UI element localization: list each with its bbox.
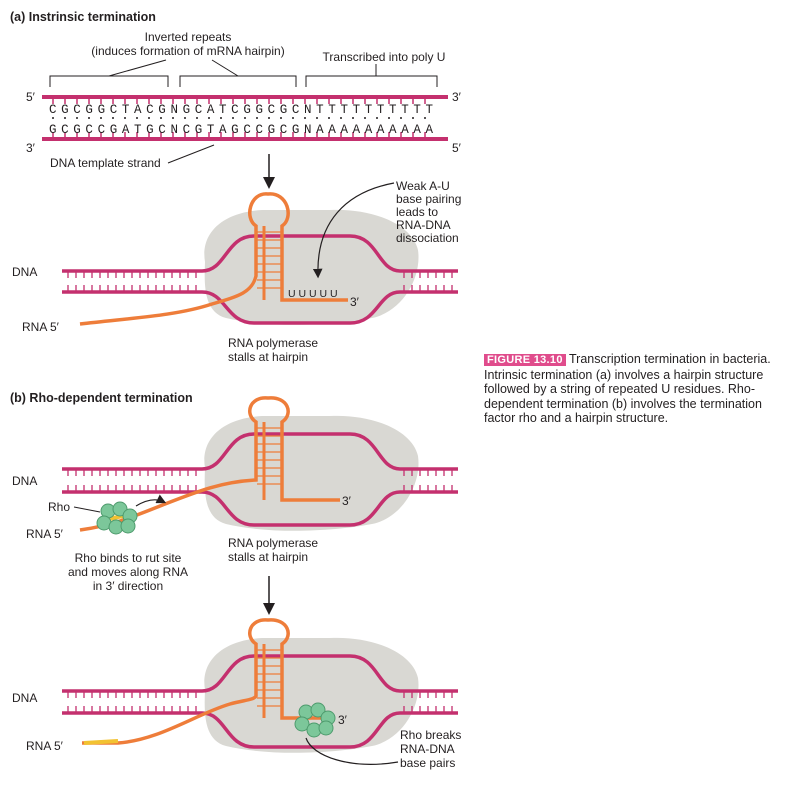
rho-protein-final — [294, 702, 336, 738]
rho-breaks-label-1: Rho breaks — [400, 728, 461, 742]
rho-breaks-label-3: base pairs — [400, 756, 455, 770]
poly-u-label: Transcribed into poly U — [323, 50, 446, 64]
part-b-title: (b) Rho-dependent termination — [10, 391, 193, 405]
rna-label-final: RNA 5′ — [26, 739, 64, 753]
bubble-b — [62, 396, 458, 535]
sequence-brackets — [49, 59, 438, 87]
rna-3prime-b: 3′ — [342, 494, 352, 508]
template-leader-line — [167, 144, 215, 164]
rna-3prime-final: 3′ — [338, 713, 348, 727]
top-strand-sequence: CGCGGCTACGNGCATCGGCGCNTTTTTTTTTT — [49, 103, 433, 117]
rho-breaks-leader — [305, 737, 399, 765]
rna-label-a: RNA 5′ — [22, 320, 60, 334]
bubble-b-final — [62, 618, 458, 753]
stall-label-b-2: stalls at hairpin — [228, 550, 308, 564]
dna-sequence-diagram: CGCGGCTACGNGCATCGGCGCNTTTTTTTTTT GCGCCGA… — [42, 95, 448, 141]
dna-label-a: DNA — [12, 265, 37, 279]
bottom-strand-3prime: 3′ — [26, 141, 36, 155]
figure-caption-text: Transcription termination in bacteria. I… — [484, 352, 771, 425]
part-a-title: (a) Instrinsic termination — [10, 10, 156, 24]
uuuuu-label: U U U U U — [288, 288, 338, 300]
rho-label: Rho — [48, 500, 70, 514]
bubble-a — [62, 192, 458, 326]
rho-binds-label-3: in 3′ direction — [93, 579, 163, 593]
dna-template-strand-label: DNA template strand — [50, 156, 161, 170]
rho-breaks-label-2: RNA-DNA — [400, 742, 455, 756]
figure-caption: FIGURE 13.10 Transcription termination i… — [484, 352, 796, 426]
rho-binds-label-1: Rho binds to rut site — [75, 551, 182, 565]
stall-label-a-2: stalls at hairpin — [228, 350, 308, 364]
bottom-strand-sequence: GCGCCGATGCNCGTAGCCGCGNAAAAAAAAAA — [49, 123, 433, 137]
weak-au-label-5: dissociation — [396, 231, 459, 245]
rna-label-b: RNA 5′ — [26, 527, 64, 541]
rna-3prime-a: 3′ — [350, 295, 360, 309]
top-strand-5prime: 5′ — [26, 90, 36, 104]
dna-label-final: DNA — [12, 691, 37, 705]
figure-number-badge: FIGURE 13.10 — [484, 354, 566, 366]
weak-au-label-3: leads to — [396, 205, 438, 219]
dna-label-b: DNA — [12, 474, 37, 488]
rho-binds-label-2: and moves along RNA — [68, 565, 188, 579]
rho-leader-line — [73, 506, 101, 513]
weak-au-label-4: RNA-DNA — [396, 218, 451, 232]
stall-label-b-1: RNA polymerase — [228, 536, 318, 550]
weak-au-label-2: base pairing — [396, 192, 461, 206]
weak-au-label-1: Weak A-U — [396, 179, 450, 193]
inverted-repeats-sublabel: (induces formation of mRNA hairpin) — [91, 44, 284, 58]
inverted-repeats-label: Inverted repeats — [145, 30, 232, 44]
stall-label-a-1: RNA polymerase — [228, 336, 318, 350]
rho-protein-b — [96, 501, 138, 535]
top-strand-3prime: 3′ — [452, 90, 462, 104]
weak-au-arrow — [312, 182, 395, 279]
bottom-strand-5prime: 5′ — [452, 141, 462, 155]
rho-movement-arrow — [135, 494, 167, 507]
